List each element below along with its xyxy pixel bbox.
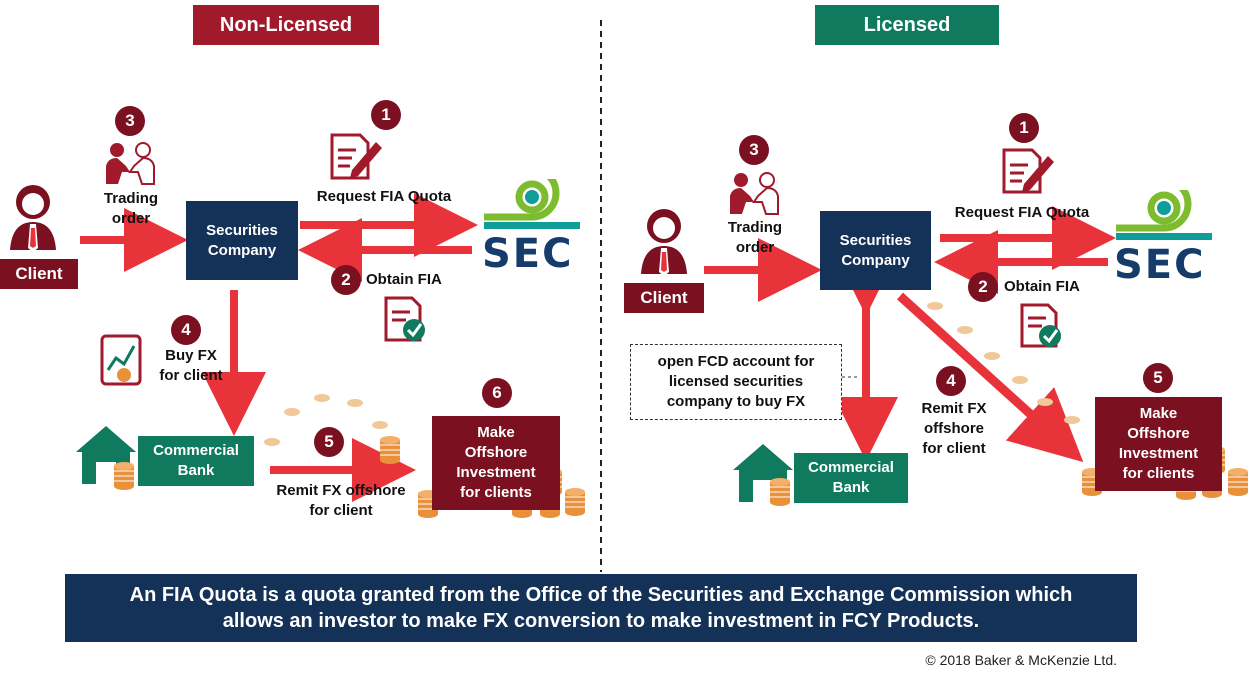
step-1-badge-left: 1 [371,100,401,130]
step-2-badge-left: 2 [331,265,361,295]
document-check-icon-right [1020,303,1061,348]
step-2-badge-right: 2 [968,272,998,302]
document-pen-icon-left [330,133,382,180]
handshake-icon-left [106,142,155,185]
step-5-badge-left: 5 [314,427,344,457]
client-person-icon-right [641,209,687,276]
client-person-icon-left [10,185,56,252]
obtain-fia-label-left: Obtain FIA [366,271,442,288]
step-3-badge-right: 3 [739,135,769,165]
request-fia-label-right: Request FIA Quota [954,204,1090,221]
remit-arrow-right [896,292,1084,463]
sec-logo-left: SEC [482,165,580,277]
fia-definition-banner: An FIA Quota is a quota granted from the… [65,574,1137,642]
document-pen-icon-right [1002,148,1054,194]
step-6-badge-left: 6 [482,378,512,408]
step-4-badge-right: 4 [936,366,966,396]
chart-document-icon-left [100,334,142,386]
client-label-right: Client [624,283,704,313]
document-check-icon-left [384,296,425,342]
copyright-text: © 2018 Baker & McKenzie Ltd. [925,652,1117,668]
header-non-licensed: Non-Licensed [193,5,379,45]
sec-logo-text-left: SEC [482,231,574,277]
client-label-left: Client [0,259,78,289]
banner-line-2: allows an investor to make FX conversion… [222,610,980,632]
step-3-badge-left: 3 [115,106,145,136]
banner-line-1: An FIA Quota is a quota granted from the… [129,584,1073,606]
step-5-badge-right: 5 [1143,363,1173,393]
sec-logo-text-right: SEC [1114,242,1206,288]
step-1-badge-right: 1 [1009,113,1039,143]
handshake-icon-right [730,172,779,215]
bank-house-icon-right [733,444,793,507]
step-4-badge-left: 4 [171,315,201,345]
request-fia-label-left: Request FIA Quota [316,188,452,205]
obtain-fia-label-right: Obtain FIA [1004,278,1080,295]
header-licensed: Licensed [815,5,999,45]
sec-logo-right: SEC [1114,176,1212,288]
bank-house-icon-left [76,426,136,491]
